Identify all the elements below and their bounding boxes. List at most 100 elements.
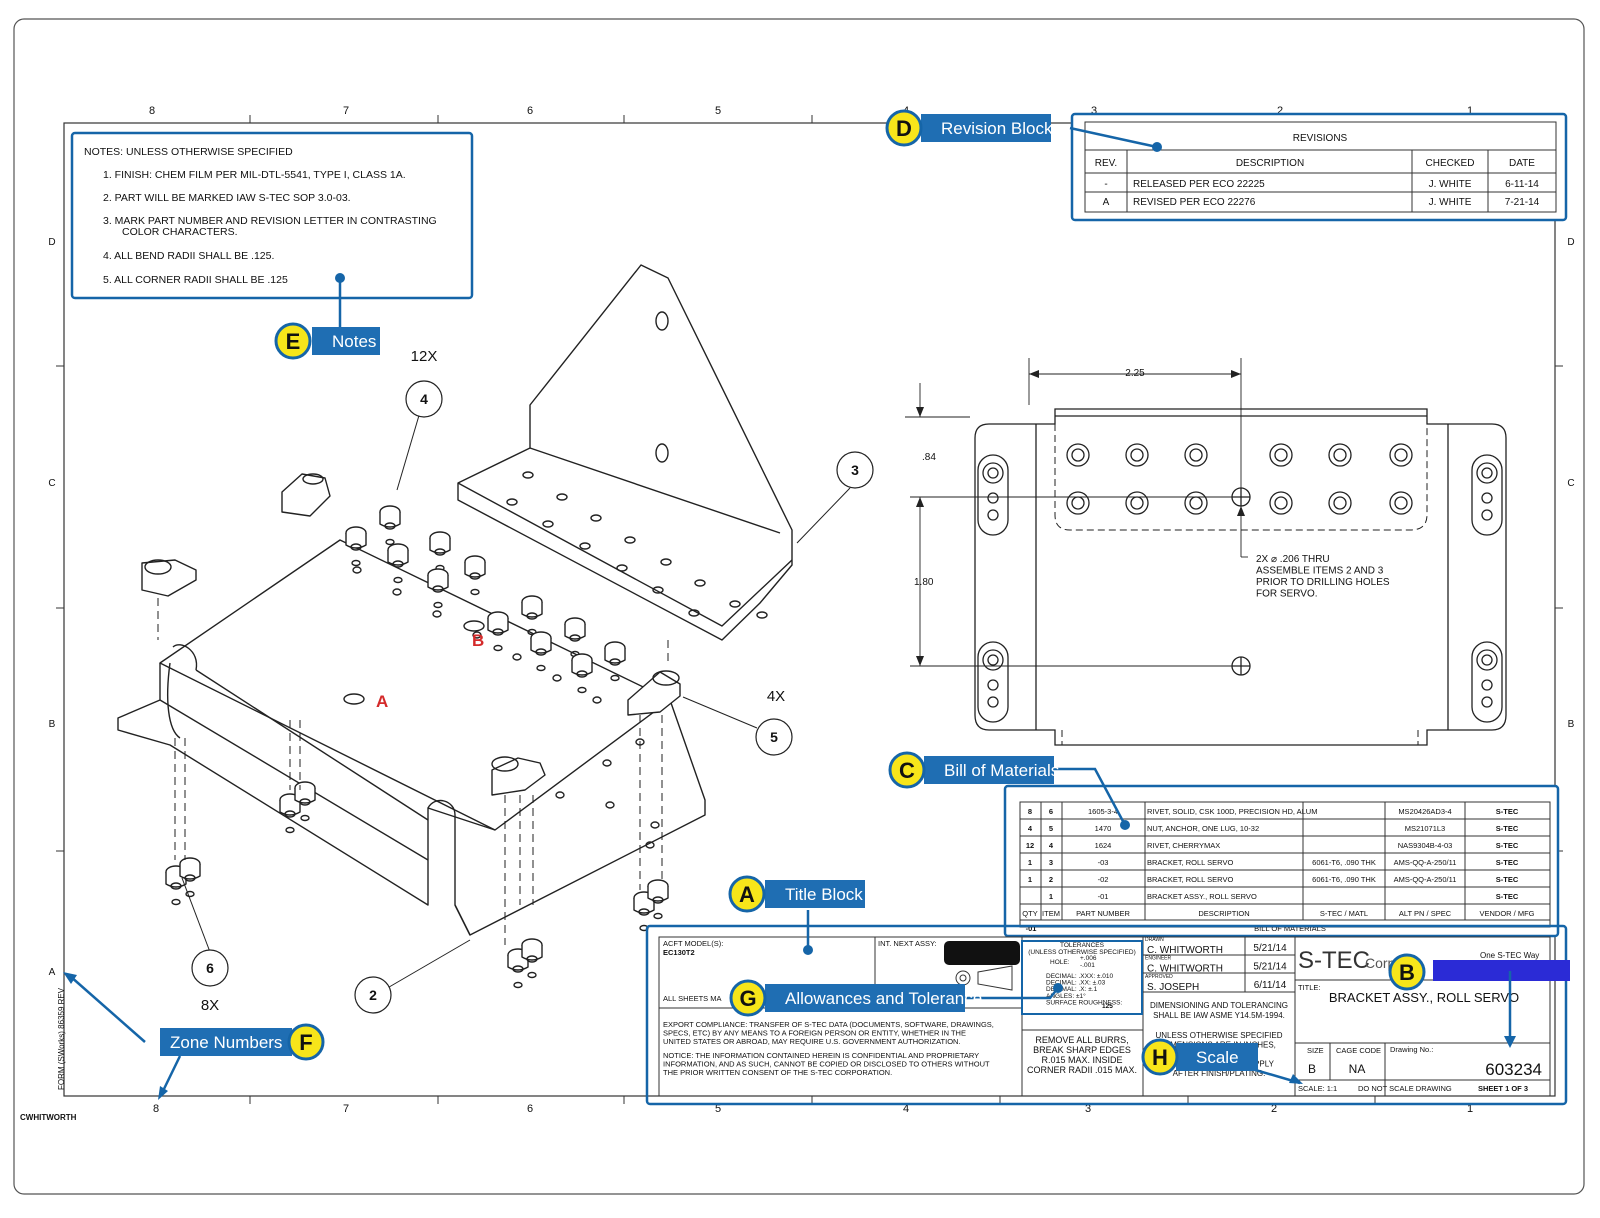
zone-letter: C <box>1567 478 1574 489</box>
side-slot <box>1471 641 1503 723</box>
revisions-header: CHECKED <box>1426 158 1475 169</box>
signoff-name: C. WHITWORTH <box>1147 964 1223 975</box>
balloon-number: 6 <box>206 960 214 976</box>
revision-cell: A <box>1103 197 1110 208</box>
dimension-value: 2.25 <box>1125 368 1145 379</box>
rivet <box>521 938 543 979</box>
plan-hole <box>1328 443 1352 467</box>
bracket-hole <box>694 579 706 587</box>
tolerance-text: DECIMAL: .X: ±.1 <box>1046 986 1098 993</box>
drawing-number: 603234 <box>1485 1060 1542 1079</box>
zone-number: 3 <box>1085 1103 1091 1115</box>
rivet <box>464 555 486 596</box>
bracket-hole <box>506 498 518 506</box>
bom-header: PART NUMBER <box>1076 909 1130 918</box>
callout-label: Allowances and Tolerance <box>785 989 982 1008</box>
callout-label: Notes <box>332 332 376 351</box>
revision-cell: J. WHITE <box>1429 179 1472 190</box>
bom-cell: BRACKET ASSY., ROLL SERVO <box>1147 892 1257 901</box>
zone-letters-right: DCB <box>1567 237 1574 730</box>
zone-letter: B <box>49 719 56 730</box>
zone-letter: B <box>1568 719 1575 730</box>
note-item: 1. FINISH: CHEM FILM PER MIL-DTL-5541, T… <box>103 169 406 181</box>
title-block-highlight <box>645 924 1568 1106</box>
bracket-hole <box>542 520 554 528</box>
bom-cell: 1 <box>1028 875 1032 884</box>
unless-note: UNLESS OTHERWISE SPECIFIED <box>1156 1031 1283 1040</box>
burr-note: BREAK SHARP EDGES <box>1033 1045 1131 1055</box>
bom-cell: RIVET, CHERRYMAX <box>1147 841 1220 850</box>
plan-hole <box>1328 491 1352 515</box>
bom-cell: S-TEC <box>1496 824 1519 833</box>
bracket-hole <box>624 536 636 544</box>
bracket-hole <box>652 586 664 594</box>
plan-hole <box>1066 443 1090 467</box>
quantity-label: 12X <box>411 348 438 365</box>
zone-number: 6 <box>527 1103 533 1115</box>
bom-cell: MS20426AD3-4 <box>1398 807 1451 816</box>
company-logo: S-TEC <box>1298 947 1370 974</box>
unless-note: AFTER FINISH/PLATING. <box>1173 1069 1266 1078</box>
zone-number: 1 <box>1467 1103 1473 1115</box>
zone-number: 4 <box>903 1103 909 1115</box>
zone-number: 5 <box>715 105 721 117</box>
note-item: 5. ALL CORNER RADII SHALL BE .125 <box>103 274 288 286</box>
rivet <box>530 631 552 672</box>
zone-letter: C <box>48 478 55 489</box>
rivet <box>487 611 509 652</box>
rivet <box>429 531 451 572</box>
bom-header: ITEM <box>1042 909 1060 918</box>
revision-table <box>1084 121 1557 213</box>
notes-heading: NOTES: UNLESS OTHERWISE SPECIFIED <box>84 146 293 158</box>
balloon-number: 4 <box>420 391 428 407</box>
revisions-header: DESCRIPTION <box>1236 158 1304 169</box>
tolerance-highlight <box>1021 940 1143 1015</box>
scale-value: SCALE: 1:1 <box>1298 1084 1337 1093</box>
bom-highlight <box>1003 784 1560 938</box>
base-hole <box>512 653 522 661</box>
bom-cell: 1 <box>1049 892 1053 901</box>
dimension-value: .84 <box>922 452 936 463</box>
zone-number: 2 <box>1277 105 1283 117</box>
author-label: CWHITWORTH <box>20 1113 77 1122</box>
zone-number: 2 <box>1271 1103 1277 1115</box>
plan-hole <box>1389 443 1413 467</box>
zone-number: 7 <box>343 1103 349 1115</box>
form-revision-text: FORM (SWorks) 86359 REV <box>57 987 66 1090</box>
bom-cell: 4 <box>1028 824 1033 833</box>
item-balloon: 5 <box>755 718 793 756</box>
rivet <box>571 653 593 694</box>
redaction-b <box>1433 960 1570 981</box>
side-slot <box>977 454 1009 536</box>
bom-header: ALT PN / SPEC <box>1399 909 1452 918</box>
bracket-hole <box>590 514 602 522</box>
side-slot <box>977 641 1009 723</box>
zone-number: 8 <box>153 1103 159 1115</box>
plan-hole <box>1125 443 1149 467</box>
size-value: B <box>1308 1062 1316 1076</box>
revisions-header: REV. <box>1095 158 1117 169</box>
export-compliance: UNITED STATES OR ABROAD, MAY REQUIRE U.S… <box>663 1037 961 1046</box>
bom-cell: S-TEC <box>1496 858 1519 867</box>
tolerance-text: +.006 <box>1080 955 1097 962</box>
hole-note: FOR SERVO. <box>1256 589 1318 600</box>
hole-note: ASSEMBLE ITEMS 2 AND 3 <box>1256 566 1384 577</box>
notes-box <box>70 131 474 300</box>
bom-footer: BILL OF MATERIALS <box>1254 924 1326 933</box>
bom-cell: -03 <box>1098 858 1109 867</box>
bom-cell: S-TEC <box>1496 892 1519 901</box>
signoff-date: 6/11/14 <box>1254 980 1287 991</box>
balloon-number: 5 <box>770 729 778 745</box>
base-hole <box>392 588 402 596</box>
side-slot <box>1471 454 1503 536</box>
bom-cell: 6061-T6, .090 THK <box>1312 858 1376 867</box>
rivet <box>647 879 669 920</box>
bom-cell: BRACKET, ROLL SERVO <box>1147 875 1233 884</box>
